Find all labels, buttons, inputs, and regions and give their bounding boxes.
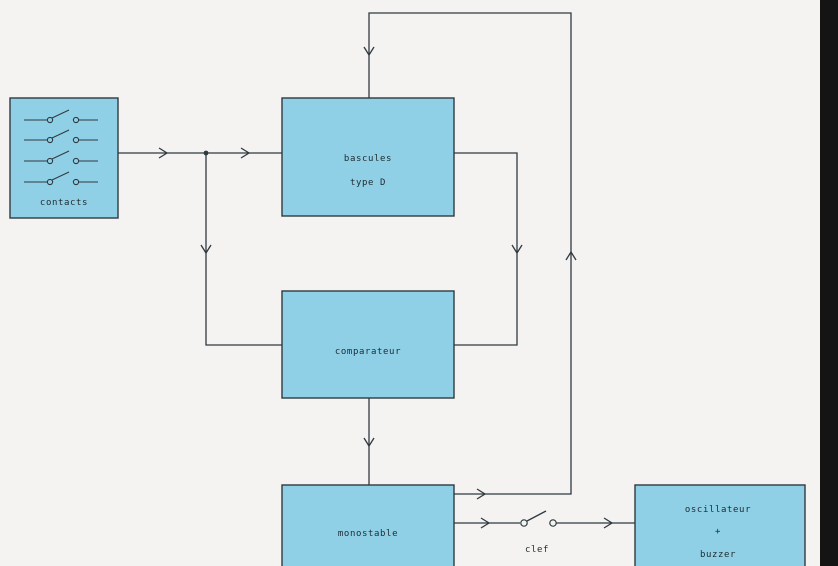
oscillateur-label-line3: buzzer [700,550,736,560]
wire-bascules-to-comparateur [454,152,518,346]
block-oscillateur: oscillateur + buzzer [634,484,806,566]
contacts-label: contacts [40,198,88,208]
wires [118,12,635,529]
switch-bank-icon [24,109,98,186]
right-edge-bar [820,0,838,566]
oscillateur-label-line2: + [715,527,721,537]
wire-feedback-loop [368,12,572,495]
bascules-label-line1: bascules [344,154,392,164]
block-comparateur: comparateur [281,290,455,399]
bascules-label-line2: type D [350,178,386,188]
block-contacts: contacts [9,97,119,219]
comparateur-label: comparateur [335,347,401,357]
wire-junction-to-comparateur [205,153,282,346]
block-bascules: bascules type D [281,97,455,217]
clef-label: clef [525,545,549,555]
monostable-label: monostable [338,529,398,539]
oscillateur-label-line1: oscillateur [685,505,751,515]
clef-switch-icon [520,510,557,527]
block-monostable: monostable [281,484,455,566]
